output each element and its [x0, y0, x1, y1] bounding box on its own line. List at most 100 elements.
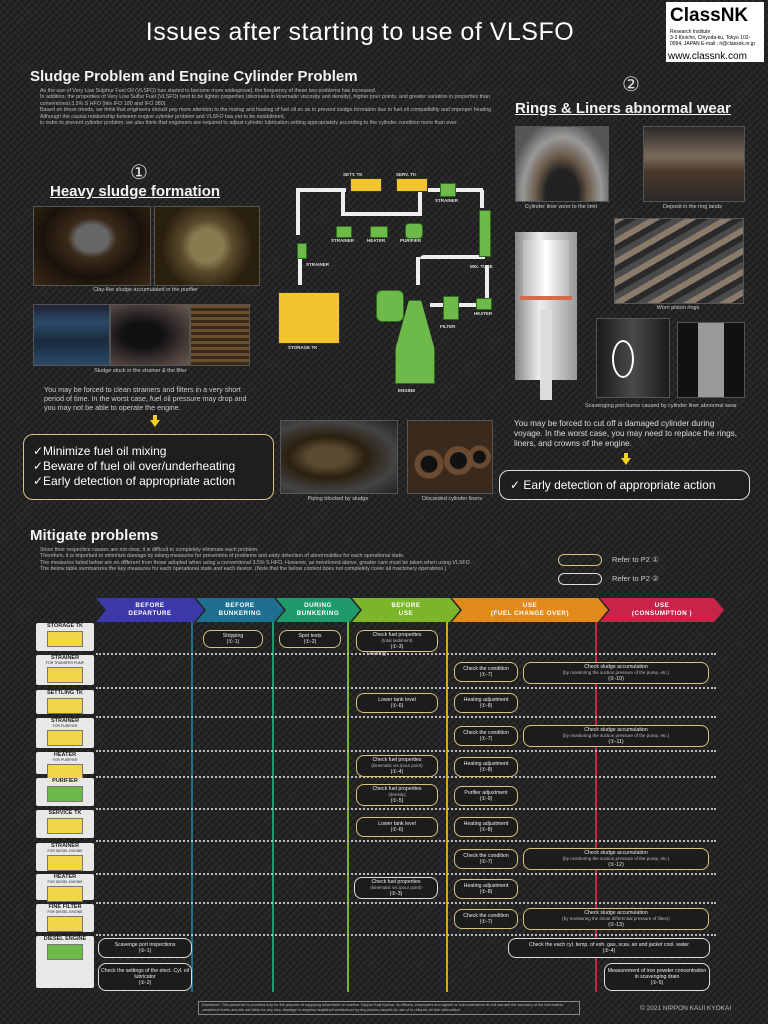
ring-deposit-photo	[643, 126, 745, 202]
storage-tank-icon	[278, 292, 340, 344]
item-ref: (①-7)	[479, 736, 493, 742]
pipe	[298, 255, 302, 285]
heater-label: HEATER	[367, 238, 386, 243]
row-name: DIESEL ENGINE	[43, 936, 87, 942]
item-sub: (by monitoring the suction pressure of t…	[562, 855, 670, 861]
purifier-caption: Clay-like sludge accumulated in the puri…	[93, 287, 198, 293]
check-fuel-properties-item: Check fuel properties(density)(①-5)	[356, 784, 438, 806]
phase-divider	[191, 622, 193, 992]
sludge-accumulation-item: Check sludge accumulation(by monitoring …	[523, 725, 709, 747]
rings-check: ✓ Early detection of appropriate action	[510, 478, 716, 492]
item-ref: (②-1)	[138, 948, 152, 954]
item-title: Check the each cyl. temp. of exh. gas, s…	[529, 941, 689, 948]
device-icon	[47, 855, 83, 871]
item-ref: (①-8)	[479, 827, 493, 833]
engine-pump-icon	[376, 290, 404, 322]
item-title: Check sludge accumulation	[584, 849, 648, 856]
pipe	[296, 188, 346, 192]
filter-icon	[443, 296, 459, 320]
item-ref: (①-11)	[608, 739, 624, 746]
device-icon	[47, 730, 83, 746]
disclaimer: Disclaimer: This pamphlet is provided on…	[198, 1001, 580, 1015]
purifier-adjustment-item: Purifier adjustment(①-9)	[454, 786, 518, 806]
port-burn-photo	[677, 322, 745, 398]
row-sub: FOR DIESEL ENGINE	[47, 849, 83, 853]
item-title: Heating adjustment	[463, 696, 509, 703]
phase-divider	[347, 622, 349, 992]
rings-check-box: ✓ Early detection of appropriate action	[499, 470, 750, 500]
strainer-icon	[336, 226, 352, 238]
filter-label: FILTER	[440, 324, 456, 329]
pipe	[420, 255, 485, 259]
worn-piston-rings-photo	[614, 218, 744, 304]
row-sub: FOR DIESEL ENGINE	[47, 910, 83, 914]
row-label: DIESEL ENGINE	[36, 936, 94, 988]
heating-adjustment-item: Heating adjustment(①-8)	[454, 757, 518, 777]
check-fuel-properties-item: Check fuel properties(kinematic vis./pou…	[356, 755, 438, 777]
item-title: Scavenge port inspections	[114, 941, 176, 948]
row-separator	[96, 934, 716, 936]
row-separator	[96, 687, 716, 689]
item-sub: (density)	[388, 791, 406, 797]
row-name: STRAINER	[50, 843, 80, 849]
engine-label: ENGINE	[398, 388, 416, 393]
item-ref: (②-5)	[650, 980, 664, 987]
section2-line: The below table summarizes the key measu…	[40, 566, 447, 573]
cylinder-lubricator-item: Check the settings of the elect. Cyl. oi…	[98, 963, 192, 991]
row-name: FINE FILTER	[48, 904, 82, 910]
item-sub: (by monitoring the suction pressure of t…	[562, 732, 670, 738]
section2-line: Therefore, it is important to minimize d…	[40, 553, 405, 560]
item-sub: (by monitoring the suction pressure of t…	[562, 669, 670, 675]
item-ref: (①-3)	[390, 644, 404, 651]
row-separator	[96, 873, 716, 875]
check-condition-item: Check the condition(①-7)	[454, 849, 518, 869]
device-icon	[47, 886, 83, 902]
item-title: Check the condition	[463, 852, 509, 859]
item-ref: (②-2)	[138, 980, 152, 987]
row-name: STRAINER	[50, 655, 80, 661]
sludge-checklist-box: ✓Minimize fuel oil mixing ✓Beware of fue…	[23, 434, 274, 500]
check-item: ✓Beware of fuel oil over/underheating	[33, 459, 236, 473]
sludge-checklist: ✓Minimize fuel oil mixing ✓Beware of fue…	[33, 444, 235, 489]
row-label: PURIFIER	[36, 778, 94, 806]
phase-line1: BEFORE	[225, 602, 255, 609]
strainer-caption: Sludge stuck in the strainer & the filte…	[94, 368, 187, 374]
row-label: SERVICE TK	[36, 810, 94, 838]
section2-line: The measures listed below are no differe…	[40, 559, 472, 566]
sludge-accumulation-item: Check sludge accumulation(by monitoring …	[523, 662, 709, 684]
page-title: Issues after starting to use of VLSFO	[145, 18, 575, 46]
logo-institute: Research Institute 3-3 Kioicho, Chiyoda-…	[670, 29, 762, 47]
row-name: PURIFIER	[52, 778, 78, 784]
item-title: Lower tank level	[378, 696, 416, 703]
row-separator	[96, 716, 716, 718]
pipe	[416, 257, 420, 285]
section1-line: As the use of Very Low Sulphur Fuel Oil …	[40, 88, 377, 94]
liners-caption: Discarded cylinder liners	[422, 496, 482, 502]
item-title: Purifier adjustment	[464, 789, 508, 796]
device-icon	[47, 667, 83, 683]
phase-line1: USE	[654, 602, 670, 609]
check-fuel-properties-item: Check fuel properties(total sediment)(①-…	[356, 630, 438, 652]
item-title: Measurement of iron powder concentration…	[607, 967, 707, 980]
section1-paragraph: As the use of Very Low Sulphur Fuel Oil …	[40, 88, 505, 126]
heating-adjustment-item: Heating adjustment(①-8)	[454, 693, 518, 713]
item-ref: (①-6)	[390, 827, 404, 833]
phase-line1: BEFORE	[135, 602, 165, 609]
piston-caption: Worn piston rings	[656, 305, 700, 311]
row-name: HEATER	[53, 752, 77, 758]
section1-line: in order to prevent cylinder problem, we…	[40, 120, 458, 127]
piping-caption: Piping blocked by sludge	[307, 496, 369, 502]
down-arrow-icon	[621, 453, 631, 465]
row-separator	[96, 902, 716, 904]
section1-line: Although the causal relationship between…	[40, 113, 285, 120]
section1-line: Based on these trends, we think that eng…	[40, 107, 493, 114]
sludge-accumulation-item: Check sludge accumulation(by monitoring …	[523, 848, 709, 870]
row-label: STORAGE TK	[36, 623, 94, 651]
row-separator	[96, 840, 716, 842]
item-title: Check the condition	[463, 665, 509, 672]
section2-heading: Mitigate problems	[30, 527, 159, 544]
section2-paragraph: Since their respective causes are not cl…	[40, 547, 515, 573]
pipe	[480, 190, 484, 208]
purifier-sludge-photo	[33, 206, 151, 286]
